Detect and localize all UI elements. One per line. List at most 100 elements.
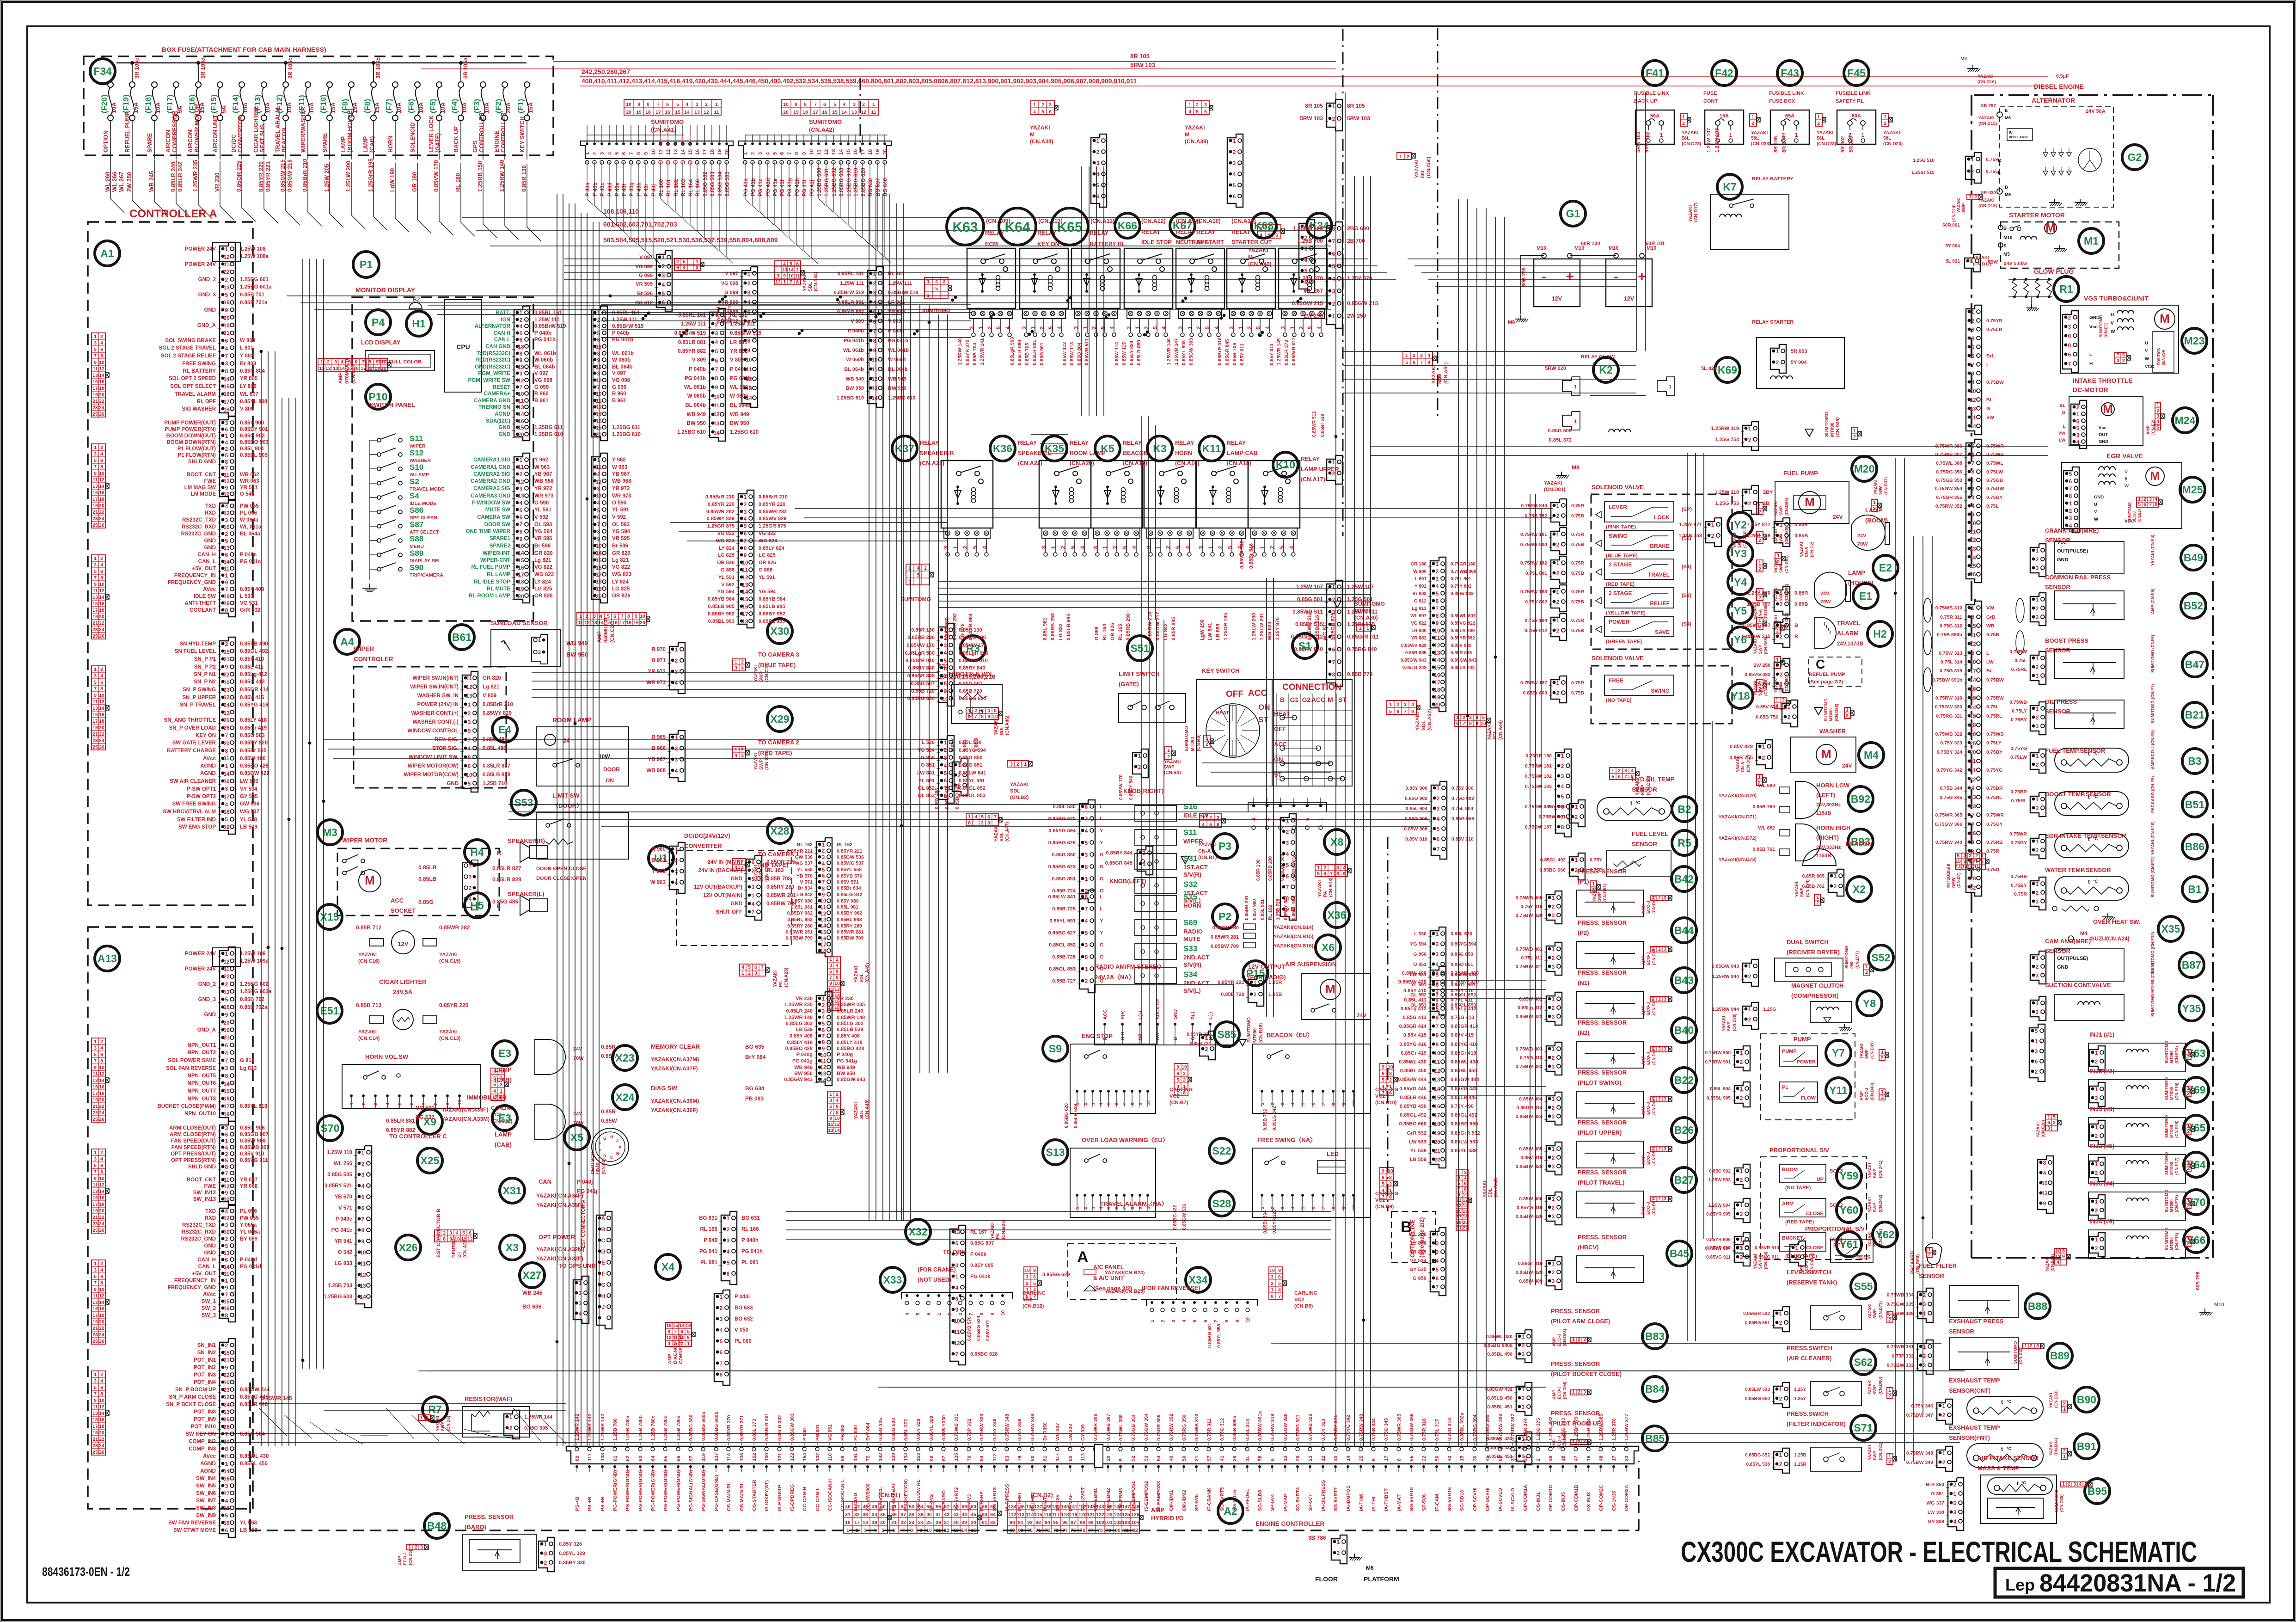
- svg-text:1.25Y 870: 1.25Y 870: [1747, 590, 1770, 596]
- svg-text:1: 1: [225, 1461, 228, 1467]
- svg-text:1.25G 753: 1.25G 753: [1715, 501, 1739, 506]
- svg-text:WL 807: WL 807: [1410, 614, 1427, 619]
- svg-text:CONTROLER: CONTROLER: [354, 656, 393, 663]
- svg-text:CONT: CONT: [1703, 98, 1718, 104]
- svg-text:60R 101: 60R 101: [1646, 241, 1665, 246]
- svg-text:18: 18: [518, 578, 524, 585]
- svg-text:14: 14: [1434, 657, 1440, 664]
- svg-text:3: 3: [225, 360, 228, 367]
- svg-text:11: 11: [578, 620, 583, 626]
- svg-text:S90: S90: [410, 563, 423, 572]
- svg-text:V 809: V 809: [692, 357, 706, 363]
- svg-text:5RW 103: 5RW 103: [1130, 61, 1155, 68]
- svg-text:1: 1: [1271, 1287, 1274, 1293]
- svg-text:4: 4: [100, 673, 103, 679]
- svg-text:0.75RW 181: 0.75RW 181: [1525, 763, 1552, 769]
- svg-text:0.85LR 446: 0.85LR 446: [240, 1402, 268, 1407]
- svg-text:OR 826: OR 826: [534, 593, 553, 599]
- svg-text:10: 10: [1388, 1168, 1393, 1174]
- svg-text:18: 18: [645, 110, 651, 115]
- svg-text:1.25Y 871: 1.25Y 871: [1679, 522, 1702, 528]
- svg-text:1: 1: [720, 1294, 723, 1300]
- svg-text:KNOB(LEFT): KNOB(LEFT): [1109, 878, 1146, 885]
- svg-text:24V: 24V: [1820, 591, 1830, 596]
- svg-text:LIMIT SW: LIMIT SW: [552, 792, 580, 799]
- svg-text:5: 5: [715, 348, 718, 355]
- svg-text:S51: S51: [1131, 642, 1150, 654]
- svg-text:2: 2: [1196, 102, 1199, 108]
- svg-text:(CN.B3): (CN.B3): [1164, 770, 1181, 775]
- svg-text:1.25LW 200: 1.25LW 200: [345, 161, 352, 192]
- svg-text:CONTROLLER: CONTROLLER: [478, 112, 485, 153]
- svg-text:2: 2: [1658, 1146, 1661, 1152]
- svg-text:14: 14: [679, 1323, 685, 1328]
- svg-text:SDA(12C): SDA(12C): [486, 418, 510, 424]
- svg-text:PRESS. SENSOR: PRESS. SENSOR: [1578, 1069, 1627, 1076]
- svg-text:LY 824: LY 824: [534, 579, 551, 585]
- svg-text:YAZAKI(CN.A35F): YAZAKI(CN.A35F): [536, 1202, 583, 1208]
- svg-text:SW_IN4: SW_IN4: [196, 1476, 216, 1481]
- svg-text:22: 22: [99, 399, 104, 404]
- svg-text:6: 6: [520, 337, 523, 343]
- svg-text:26: 26: [99, 633, 104, 639]
- svg-text:P3: P3: [1218, 840, 1231, 852]
- svg-text:AMP: AMP: [667, 1353, 673, 1364]
- svg-text:9: 9: [449, 1236, 452, 1242]
- svg-text:OFF: OFF: [1274, 725, 1286, 732]
- svg-text:P 40a: P 40a: [585, 183, 591, 197]
- svg-text:F43: F43: [1781, 67, 1799, 79]
- svg-text:WB 245: WB 245: [148, 171, 155, 192]
- svg-text:20: 20: [595, 593, 602, 600]
- svg-text:1.25BG 610: 1.25BG 610: [612, 432, 641, 437]
- svg-text:1: 1: [1332, 313, 1335, 319]
- svg-text:2: 2: [680, 1341, 683, 1346]
- svg-text:(CAB): (CAB): [369, 136, 375, 153]
- svg-text:2: 2: [1748, 1016, 1751, 1023]
- svg-text:RL 164: RL 164: [1102, 623, 1108, 640]
- svg-text:2: 2: [1016, 762, 1019, 767]
- svg-text:PW 055: PW 055: [240, 1216, 259, 1221]
- svg-text:11: 11: [714, 110, 719, 115]
- svg-text:1: 1: [1748, 1006, 1751, 1013]
- svg-text:S89: S89: [410, 549, 423, 558]
- svg-text:0.85BrR 010: 0.85BrR 010: [1217, 338, 1223, 365]
- svg-text:1: 1: [94, 334, 97, 339]
- svg-text:X6: X6: [1322, 941, 1335, 953]
- svg-text:17: 17: [92, 1091, 98, 1096]
- svg-text:1: 1: [1861, 132, 1865, 138]
- svg-text:ON: ON: [1258, 703, 1270, 712]
- svg-text:10A: 10A: [264, 102, 271, 113]
- svg-text:LR 881: LR 881: [730, 340, 747, 345]
- svg-text:2: 2: [1816, 900, 1819, 906]
- svg-text:J: J: [602, 1304, 605, 1310]
- svg-text:10: 10: [595, 391, 602, 397]
- svg-text:PGM_WRITE SW: PGM_WRITE SW: [468, 378, 511, 383]
- svg-text:TRAVEL MODE: TRAVEL MODE: [410, 486, 444, 492]
- svg-text:1.25R: 1.25R: [1268, 980, 1282, 985]
- svg-text:3: 3: [600, 152, 605, 155]
- svg-text:1: 1: [1187, 326, 1193, 329]
- svg-text:LB 539: LB 539: [240, 824, 257, 830]
- svg-text:FAN SPEED(RTN): FAN SPEED(RTN): [171, 1145, 216, 1150]
- svg-text:1: 1: [1574, 419, 1577, 424]
- svg-text:PG 41j: PG 41j: [809, 180, 815, 197]
- svg-text:E2: E2: [1879, 562, 1892, 574]
- svg-text:BEACON〈EU〉: BEACON〈EU〉: [1267, 1032, 1313, 1038]
- svg-text:1.25Y 871: 1.25Y 871: [1747, 522, 1770, 528]
- svg-text:(CN.D23): (CN.D23): [1883, 141, 1903, 147]
- svg-text:SWP: SWP: [1758, 645, 1763, 654]
- svg-text:2: 2: [579, 1290, 582, 1296]
- svg-text:LAMP: LAMP: [1865, 507, 1882, 514]
- svg-text:0.85Y 011: 0.85Y 011: [1239, 344, 1245, 365]
- svg-text:0.75RW 183: 0.75RW 183: [1520, 589, 1547, 595]
- svg-text:2: 2: [1337, 1550, 1340, 1556]
- svg-text:4: 4: [225, 1208, 228, 1215]
- svg-text:1.25B 703: 1.25B 703: [328, 1283, 352, 1289]
- svg-text:17: 17: [655, 110, 661, 115]
- svg-text:1.25W 111: 1.25W 111: [612, 317, 637, 323]
- svg-text:3: 3: [1664, 1096, 1666, 1102]
- svg-text:7: 7: [1321, 1103, 1326, 1105]
- svg-text:AVcc: AVcc: [203, 756, 216, 762]
- svg-text:0.75RW 181: 0.75RW 181: [1520, 532, 1547, 537]
- svg-text:70W: 70W: [1857, 541, 1868, 547]
